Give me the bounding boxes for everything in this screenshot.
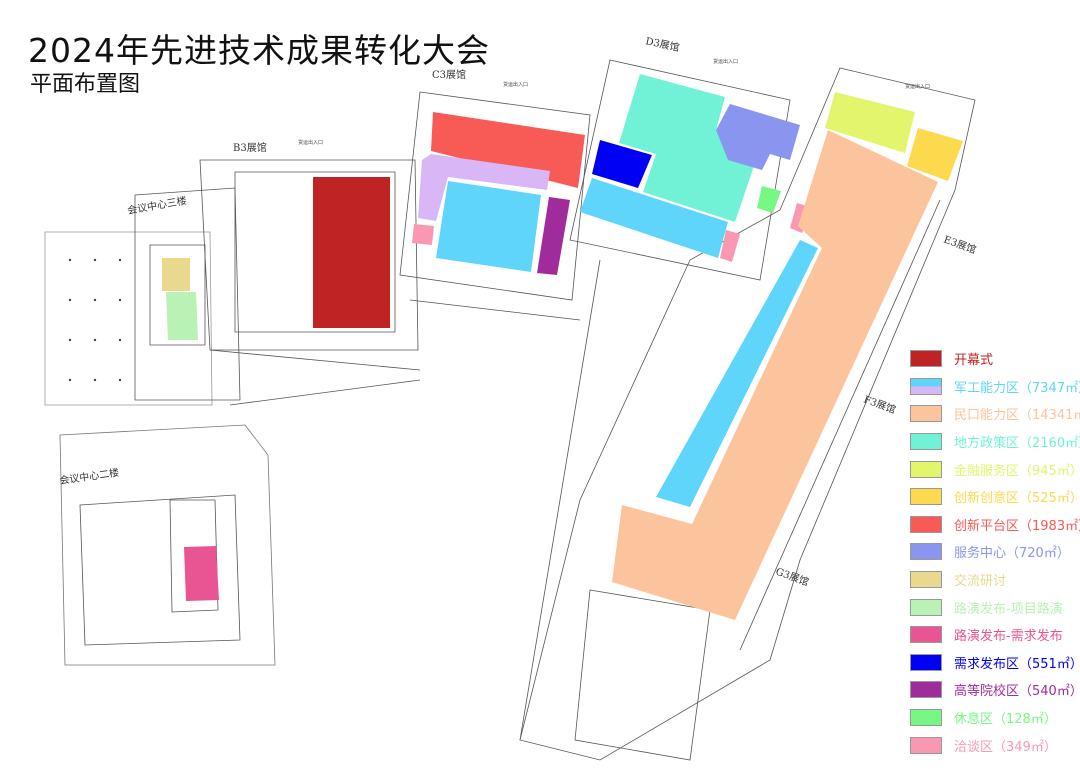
freight-entrance-label: 货运出入口 (298, 139, 323, 146)
legend-item: 地方政策区（2160㎡） (910, 428, 1080, 456)
legend-swatch (910, 350, 942, 368)
legend-label: 需求发布区（551㎡） (954, 656, 1080, 672)
legend-item: 洽谈区（349㎡） (910, 731, 1080, 759)
legend-label: 金融服务区（945㎡） (954, 463, 1080, 479)
legend-label: 民口能力区（14341㎡） (954, 408, 1080, 424)
legend-item: 创新创意区（525㎡） (910, 483, 1080, 511)
zone-negotiation-d3[interactable] (720, 230, 740, 262)
zone-finance[interactable] (825, 92, 915, 153)
legend-swatch (910, 709, 942, 727)
column-grid (68, 258, 122, 382)
legend-label: 洽谈区（349㎡） (954, 739, 1057, 755)
zone-rest[interactable] (757, 186, 781, 213)
legend-label: 服务中心（720㎡） (954, 546, 1070, 562)
legend-swatch (910, 653, 942, 671)
zone-demand-roadshow[interactable] (184, 546, 219, 601)
legend-swatch (910, 736, 942, 754)
legend-swatch (910, 488, 942, 506)
freight-entrance-label: 货运出入口 (503, 81, 528, 88)
legend-item: 交流研讨 (910, 566, 1080, 594)
zone-service-center[interactable] (716, 104, 800, 170)
legend-item: 需求发布区（551㎡） (910, 649, 1080, 677)
page-title: 2024年先进技术成果转化大会 (28, 31, 490, 70)
zone-universities[interactable] (537, 197, 570, 275)
legend-swatch (910, 598, 942, 616)
legend-item: 服务中心（720㎡） (910, 538, 1080, 566)
legend-swatch (910, 433, 942, 451)
legend-label: 路演发布-需求发布 (954, 629, 1063, 645)
legend-item: 创新平台区（1983㎡） (910, 511, 1080, 539)
legend-item: 路演发布-需求发布 (910, 621, 1080, 649)
legend-swatch (910, 460, 942, 478)
legend-label: 创新创意区（525㎡） (954, 491, 1080, 507)
zone-civilian[interactable] (612, 130, 938, 620)
zone-innovation-platform[interactable] (431, 112, 585, 188)
legend-label: 高等院校区（540㎡） (954, 684, 1080, 700)
legend-swatch (910, 571, 942, 589)
legend-item: 军工能力区（7347㎡） (910, 373, 1080, 401)
legend-item: 开幕式 (910, 345, 1080, 373)
hall-label-conf2: 会议中心二楼 (59, 466, 120, 487)
zone-creative[interactable] (907, 128, 963, 181)
legend-label: 休息区（128㎡） (954, 712, 1057, 728)
zone-military-lavender[interactable] (418, 154, 550, 221)
hall-label-f3: F3展馆 (862, 393, 898, 417)
legend-label: 地方政策区（2160㎡） (954, 436, 1080, 452)
legend-label: 军工能力区（7347㎡） (954, 380, 1080, 396)
legend-label: 交流研讨 (954, 574, 1007, 590)
legend-swatch (910, 377, 942, 395)
zone-demand-release[interactable] (592, 140, 652, 188)
hall-label-b3: B3展馆 (233, 141, 267, 154)
legend-item: 路演发布-项目路演 (910, 593, 1080, 621)
hall-label-conf3: 会议中心三楼 (126, 194, 187, 217)
legend-swatch (910, 543, 942, 561)
zone-project-roadshow[interactable] (166, 292, 198, 340)
legend-label: 路演发布-项目路演 (954, 601, 1063, 617)
legend-swatch (910, 626, 942, 644)
hall-label-e3: E3展馆 (942, 233, 978, 257)
zone-negotiation-c3[interactable] (412, 224, 434, 245)
freight-entrance-label: 货运出入口 (713, 58, 738, 65)
zone-local-policy[interactable] (619, 74, 760, 222)
hall-label-c3: C3展馆 (432, 68, 466, 81)
building-outlines (44, 59, 976, 761)
legend-swatch (910, 515, 942, 533)
legend-item: 金融服务区（945㎡） (910, 455, 1080, 483)
zone-exchange-seminar[interactable] (162, 258, 190, 291)
page-subtitle: 平面布置图 (30, 72, 141, 97)
legend-swatch (910, 681, 942, 699)
zone-military-strip[interactable] (656, 240, 818, 507)
zone-opening-ceremony[interactable] (313, 177, 390, 328)
legend-label: 开幕式 (954, 353, 994, 369)
hall-label-d3: D3展馆 (644, 34, 680, 54)
freight-entrance-label: 货运出入口 (905, 83, 930, 90)
legend-label: 创新平台区（1983㎡） (954, 518, 1080, 534)
zone-military-d3[interactable] (580, 178, 728, 258)
legend-swatch (910, 405, 942, 423)
legend-item: 休息区（128㎡） (910, 704, 1080, 732)
legend-item: 民口能力区（14341㎡） (910, 400, 1080, 428)
legend-item: 高等院校区（540㎡） (910, 676, 1080, 704)
zone-military-c3[interactable] (436, 181, 541, 272)
